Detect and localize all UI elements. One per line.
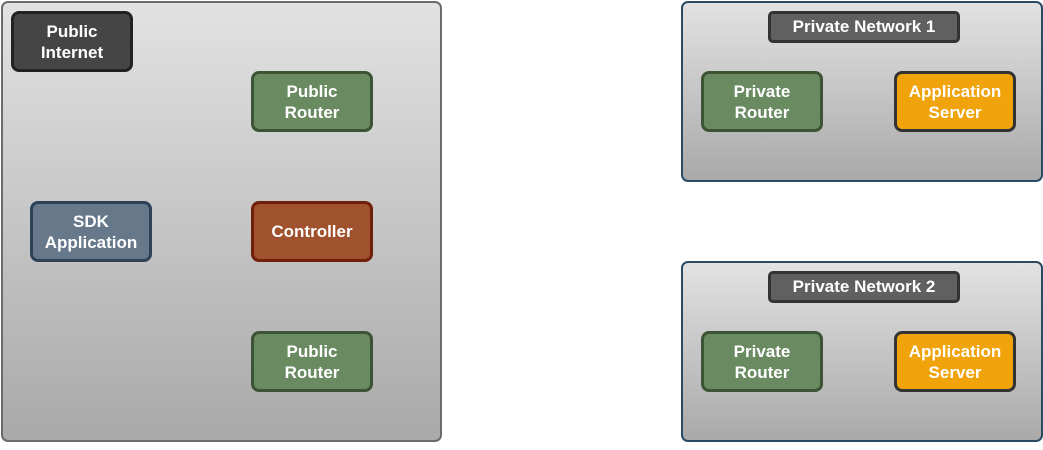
private-network-1-label: Private Network 1 <box>768 11 960 43</box>
application-server-1[interactable]: Application Server <box>894 71 1016 132</box>
private-network-1: Private Network 1 Private Router Applica… <box>681 1 1043 182</box>
application-server-2[interactable]: Application Server <box>894 331 1016 392</box>
public-router-1[interactable]: Public Router <box>251 71 373 132</box>
public-router-2[interactable]: Public Router <box>251 331 373 392</box>
private-network-2-label: Private Network 2 <box>768 271 960 303</box>
sdk-application[interactable]: SDK Application <box>30 201 152 262</box>
private-router-2[interactable]: Private Router <box>701 331 823 392</box>
private-router-1[interactable]: Private Router <box>701 71 823 132</box>
private-network-2: Private Network 2 Private Router Applica… <box>681 261 1043 442</box>
public-internet-zone: Public Internet Public Router SDK Applic… <box>1 1 442 442</box>
public-internet-label: Public Internet <box>11 11 133 72</box>
controller[interactable]: Controller <box>251 201 373 262</box>
